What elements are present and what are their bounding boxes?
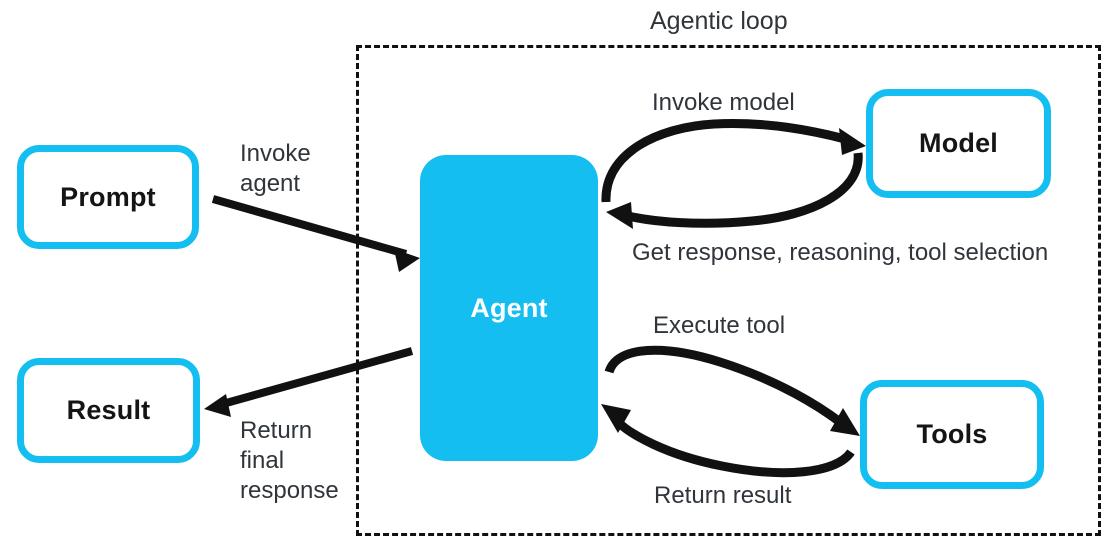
edge-label-get-response: Get response, reasoning, tool selection xyxy=(632,239,1049,266)
edge-label-execute-tool: Execute tool xyxy=(653,312,786,339)
node-tools[interactable]: Tools xyxy=(860,380,1044,489)
edge-label-invoke-agent: Invoke agent xyxy=(240,140,311,197)
node-tools-label: Tools xyxy=(916,419,988,449)
node-result-label: Result xyxy=(66,395,151,425)
edge-label-invoke-model: Invoke model xyxy=(652,89,795,116)
node-prompt[interactable]: Prompt xyxy=(17,145,199,249)
edge-label-return-result: Return result xyxy=(654,482,792,509)
edge-label-return-final-response: Return final response xyxy=(240,417,339,504)
node-model-label: Model xyxy=(919,128,998,158)
node-prompt-label: Prompt xyxy=(60,181,156,212)
node-model[interactable]: Model xyxy=(866,89,1051,198)
node-agent[interactable]: Agent xyxy=(420,155,598,461)
node-agent-label: Agent xyxy=(470,292,548,323)
agentic-loop-container xyxy=(356,45,1101,536)
agentic-loop-title: Agentic loop xyxy=(650,7,788,35)
node-result[interactable]: Result xyxy=(17,358,200,463)
